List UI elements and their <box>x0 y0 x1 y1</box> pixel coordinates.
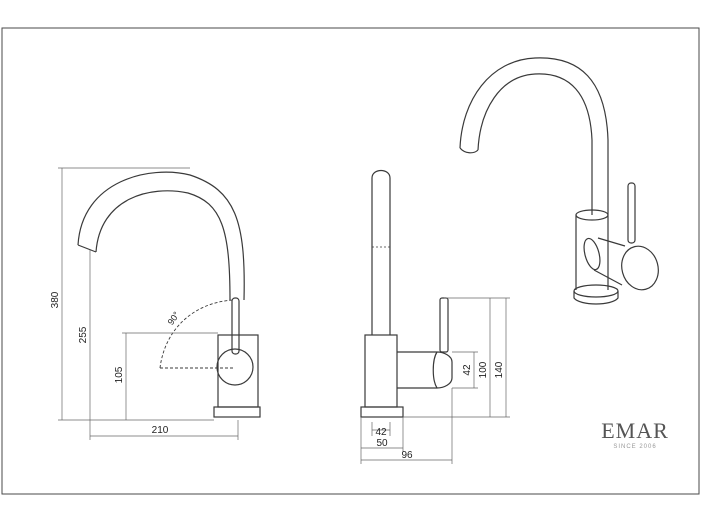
side-spout-tube <box>371 169 391 335</box>
dim-255-label: 255 <box>78 326 89 343</box>
persp-handle-barrel <box>593 237 626 286</box>
dim-105-label: 105 <box>114 366 125 383</box>
dim-380-label: 380 <box>50 291 61 308</box>
persp-handle-inner <box>583 237 601 271</box>
side-body <box>364 334 398 408</box>
side-base <box>360 406 404 418</box>
dim-side-42-label: 42 <box>462 364 473 376</box>
persp-base <box>573 291 619 305</box>
dim-base-42-label: 42 <box>375 427 387 438</box>
side-dimensions <box>360 297 510 464</box>
perspective-view <box>459 57 659 305</box>
front-spout-tip <box>77 244 97 253</box>
front-spout-outer <box>77 171 245 301</box>
persp-base-top <box>573 284 619 298</box>
brand-name: EMAR <box>601 418 669 443</box>
persp-spout-tip <box>459 147 479 154</box>
front-handle-lever <box>231 297 240 355</box>
dim-side-100-label: 100 <box>478 361 489 378</box>
front-handle-knob <box>216 348 254 386</box>
persp-spout-outer <box>459 57 609 215</box>
drawing-frame <box>1 27 700 495</box>
front-spout-inner <box>95 190 231 301</box>
front-dimensions <box>58 167 239 440</box>
dim-base-96-label: 96 <box>401 450 413 461</box>
persp-lever <box>627 182 636 244</box>
dim-base-50-label: 50 <box>376 438 388 449</box>
front-view <box>77 171 261 418</box>
side-handle-neck <box>397 351 453 389</box>
persp-spout-inner <box>477 73 593 215</box>
side-handle-cap <box>432 351 438 389</box>
dim-angle-label: 90° <box>166 310 182 327</box>
dim-210-label: 210 <box>152 425 169 436</box>
persp-handle-end <box>621 245 659 291</box>
front-lever-arc <box>159 299 235 369</box>
side-handle-lever <box>439 297 449 353</box>
brand-logo: EMAR SINCE 2006 <box>598 419 672 451</box>
dim-side-140-label: 140 <box>494 361 505 378</box>
persp-body <box>575 215 609 290</box>
brand-tagline: SINCE 2006 <box>613 444 657 450</box>
side-view <box>360 169 453 418</box>
front-base <box>213 406 261 418</box>
